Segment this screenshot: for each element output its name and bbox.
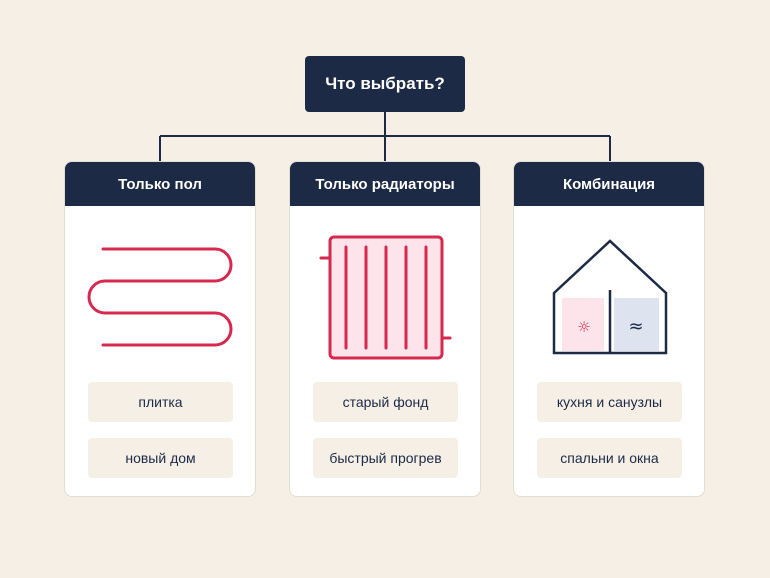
option-card-floor: Только пол плитка новый дом xyxy=(64,161,256,497)
tag-label: старый фонд xyxy=(342,394,429,410)
option-card-combination: Комбинация ☼ ≈ кухня и санузлы спальни и… xyxy=(513,161,705,497)
option-title: Комбинация xyxy=(562,175,656,193)
radiator-icon xyxy=(319,235,452,360)
tag-chip: новый дом xyxy=(88,438,233,478)
tag-label: кухня и санузлы xyxy=(556,394,663,410)
sun-icon: ☼ xyxy=(577,318,590,336)
option-title: Только радиаторы xyxy=(315,175,455,193)
house-combination-icon: ☼ ≈ xyxy=(552,239,668,355)
tag-chip: плитка xyxy=(88,382,233,422)
tag-label: новый дом xyxy=(125,450,196,466)
waves-icon: ≈ xyxy=(628,316,643,337)
option-title: Только пол xyxy=(118,175,202,193)
option-card-radiators: Только радиаторы старый фонд быстрый про… xyxy=(289,161,481,497)
tag-label: спальни и окна xyxy=(560,450,659,466)
tag-chip: спальни и окна xyxy=(537,438,682,478)
floor-heating-pipe-icon xyxy=(87,247,233,347)
option-header-floor: Только пол xyxy=(65,162,255,206)
tag-chip: старый фонд xyxy=(313,382,458,422)
option-header-combination: Комбинация xyxy=(514,162,704,206)
tag-chip: кухня и санузлы xyxy=(537,382,682,422)
tag-label: плитка xyxy=(138,394,183,410)
option-header-radiators: Только радиаторы xyxy=(290,162,480,206)
tag-label: быстрый прогрев xyxy=(329,450,442,466)
root-question-node: Что выбрать? xyxy=(305,56,465,112)
tag-chip: быстрый прогрев xyxy=(313,438,458,478)
root-question-label: Что выбрать? xyxy=(325,74,445,93)
